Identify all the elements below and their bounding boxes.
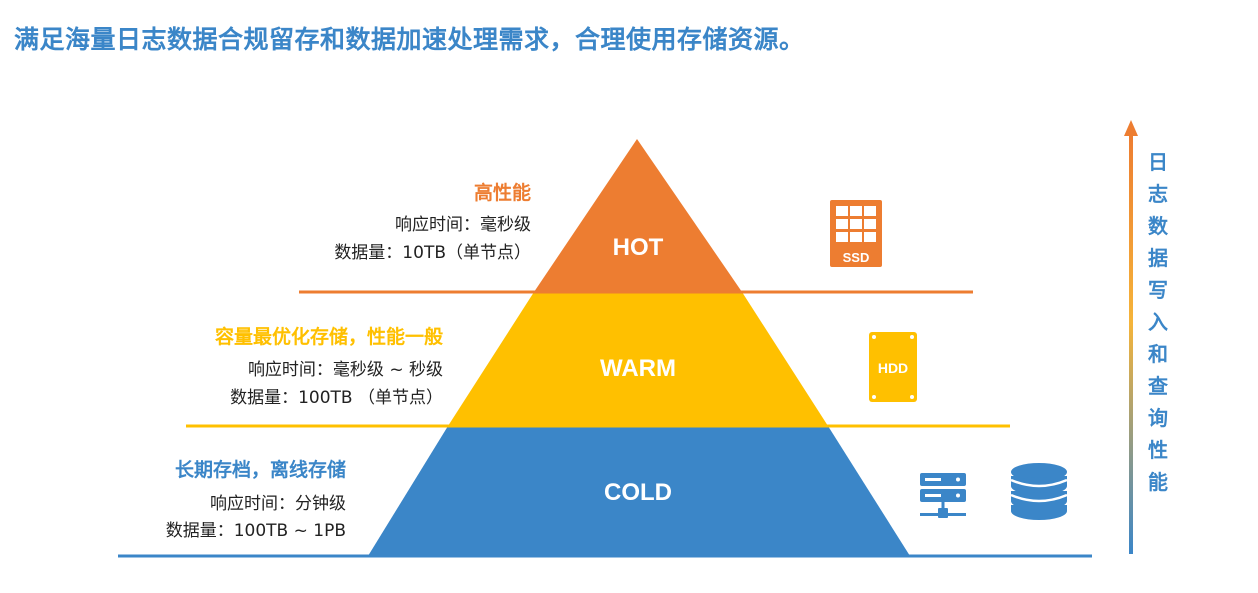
cold-response: 响应时间：分钟级 (210, 494, 346, 514)
hot-tier-shape (534, 139, 742, 292)
cold-volume: 数据量：100TB ~ 1PB (165, 521, 346, 541)
ssd-icon: SSD (830, 200, 882, 267)
side-caption: 日 志 数 据 写 入 和 查 询 性 能 (1146, 146, 1170, 498)
warm-response: 响应时间：毫秒级 ~ 秒级 (247, 360, 443, 380)
side-char: 查 (1148, 374, 1168, 398)
performance-arrow (1124, 120, 1138, 554)
warm-volume: 数据量：100TB （单节点） (230, 388, 443, 408)
hot-volume: 数据量：10TB（单节点） (334, 243, 531, 263)
side-char: 性 (1148, 438, 1168, 462)
cold-heading: 长期存档，离线存储 (174, 459, 346, 481)
side-char: 据 (1148, 246, 1168, 270)
hot-label: HOT (613, 234, 664, 261)
warm-heading: 容量最优化存储，性能一般 (214, 326, 443, 348)
side-char: 入 (1148, 310, 1168, 334)
side-char: 能 (1148, 470, 1168, 494)
svg-text:SSD: SSD (843, 250, 870, 265)
side-char: 询 (1148, 406, 1168, 430)
side-char: 日 (1148, 150, 1168, 174)
svg-text:HDD: HDD (878, 360, 908, 376)
cold-tier-shape (368, 426, 910, 556)
side-char: 志 (1148, 182, 1168, 206)
server-network-icon (920, 473, 966, 518)
cold-label: COLD (604, 479, 672, 506)
hdd-icon: HDD (869, 332, 917, 402)
hot-response: 响应时间：毫秒级 (395, 215, 531, 235)
warm-tier-shape (448, 292, 828, 426)
page-title: 满足海量日志数据合规留存和数据加速处理需求，合理使用存储资源。 (14, 25, 805, 54)
side-char: 和 (1148, 342, 1168, 366)
side-char: 数 (1148, 214, 1168, 238)
warm-label: WARM (600, 355, 676, 382)
side-char: 写 (1148, 278, 1168, 302)
database-icon (1010, 463, 1068, 520)
hot-heading: 高性能 (473, 182, 531, 204)
